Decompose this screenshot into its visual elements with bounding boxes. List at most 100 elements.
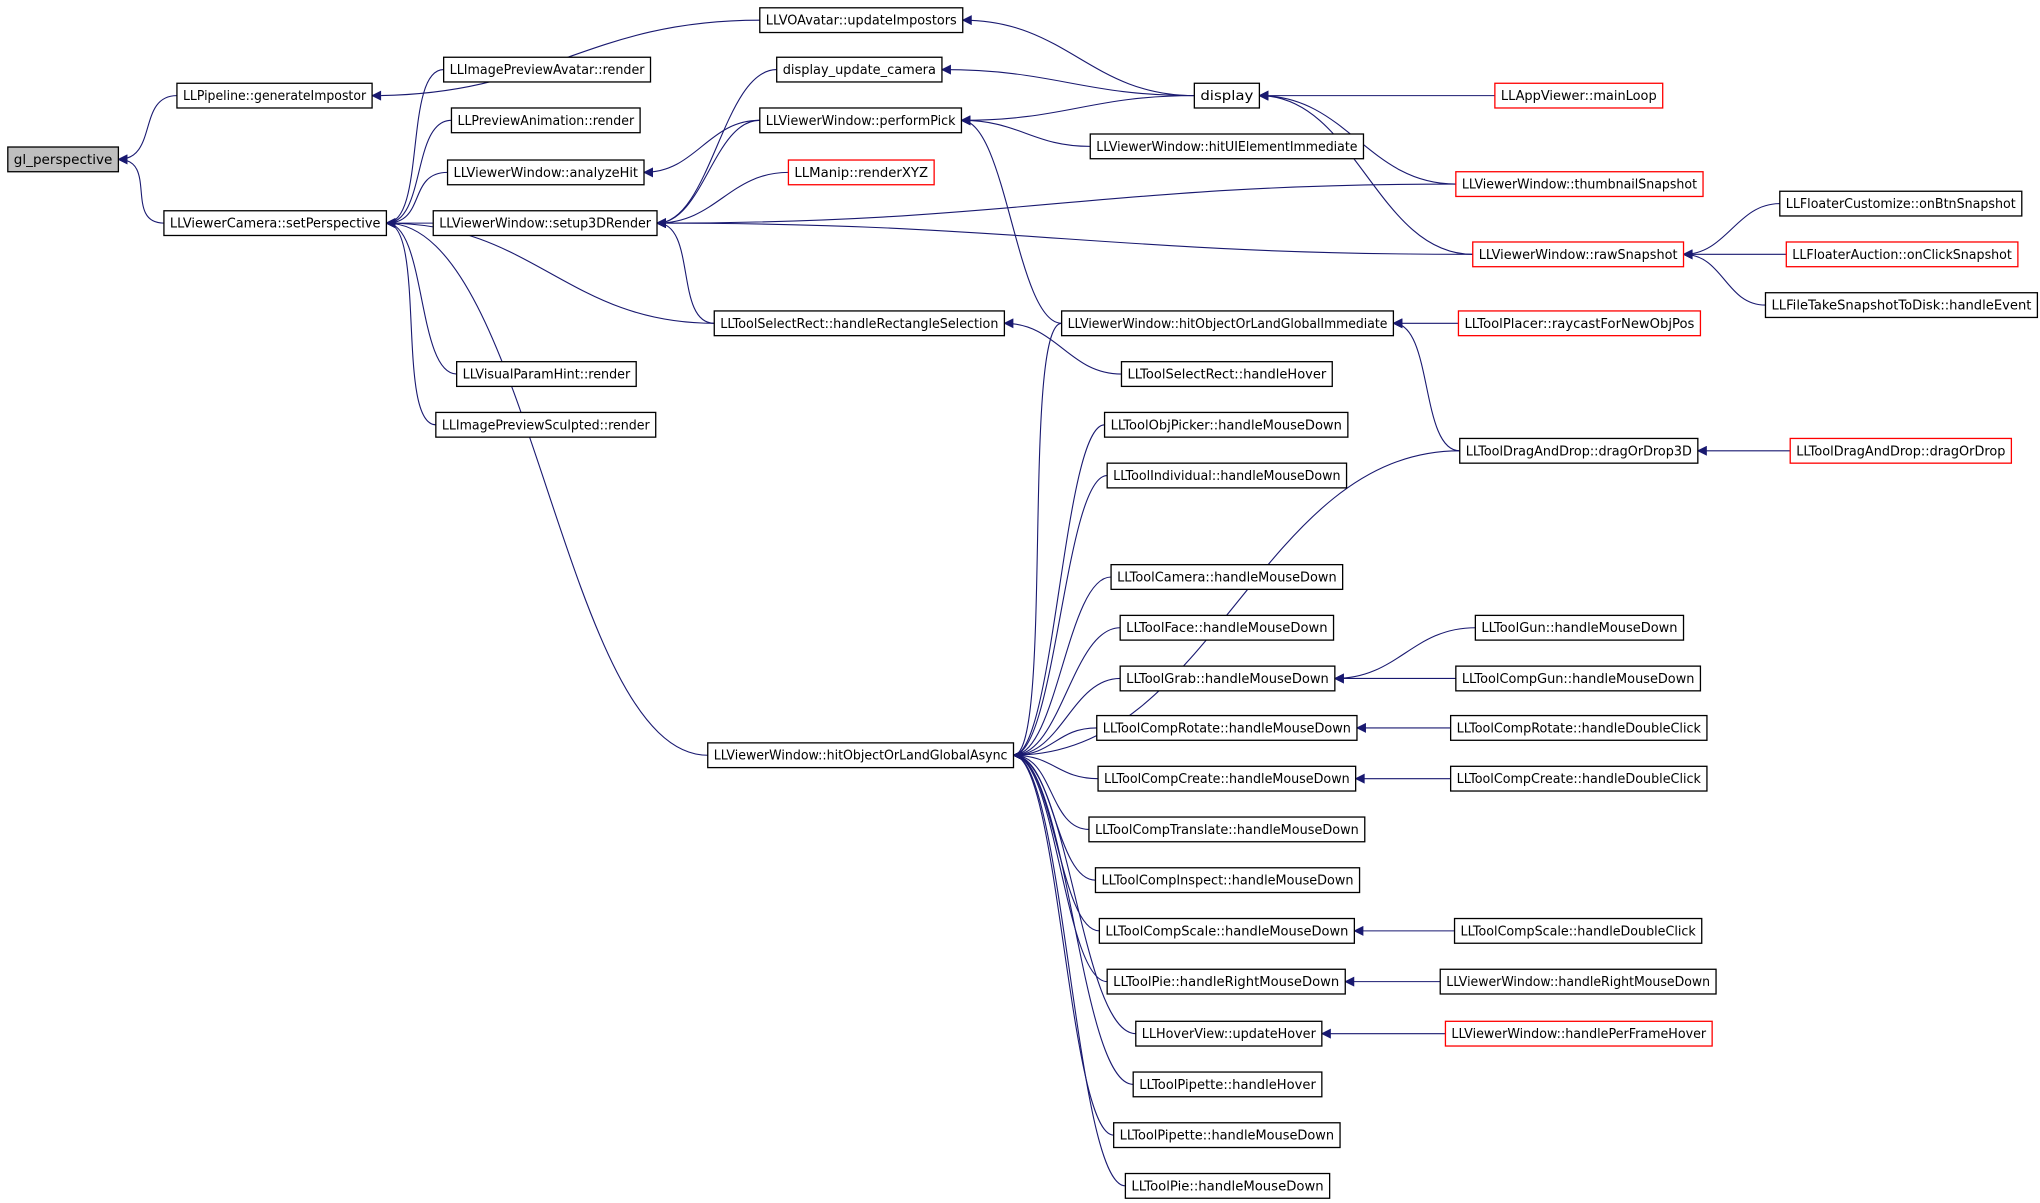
- graph-node[interactable]: LLViewerWindow::analyzeHit: [446, 159, 645, 186]
- call-edge: [940, 64, 1195, 97]
- node-label: LLPipeline::generateImpostor: [183, 89, 367, 104]
- graph-node[interactable]: LLToolDragAndDrop::dragOrDrop: [1789, 437, 2013, 464]
- node-box: [1097, 765, 1357, 792]
- graph-node[interactable]: LLViewerWindow::hitObjectOrLandGlobalImm…: [1060, 310, 1395, 337]
- graph-node[interactable]: LLViewerCamera::setPerspective: [163, 210, 388, 237]
- graph-node[interactable]: LLViewerWindow::hitUIElementImmediate: [1089, 133, 1365, 160]
- graph-node[interactable]: LLViewerWindow::setup3DRender: [432, 210, 658, 237]
- node-box: [759, 107, 963, 134]
- node-label: LLToolGun::handleMouseDown: [1481, 621, 1677, 636]
- node-box: [1764, 292, 2039, 319]
- node-label: LLManip::renderXYZ: [794, 166, 928, 181]
- graph-node[interactable]: LLImagePreviewAvatar::render: [442, 56, 652, 83]
- graph-node[interactable]: LLFloaterCustomize::onBtnSnapshot: [1779, 190, 2023, 217]
- call-edge: [385, 171, 448, 229]
- graph-node[interactable]: LLManip::renderXYZ: [787, 159, 935, 186]
- graph-node[interactable]: LLToolPipette::handleMouseDown: [1113, 1122, 1341, 1149]
- node-label: LLAppViewer::mainLoop: [1501, 89, 1657, 104]
- graph-node[interactable]: display: [1193, 82, 1261, 109]
- node-box: [1089, 133, 1365, 160]
- node-box: [1119, 665, 1336, 692]
- graph-node[interactable]: LLToolPipette::handleHover: [1132, 1071, 1323, 1098]
- graph-node[interactable]: LLToolGrab::handleMouseDown: [1119, 665, 1336, 692]
- node-label: LLViewerWindow::performPick: [766, 114, 956, 129]
- node-label: LLFloaterAuction::onClickSnapshot: [1792, 248, 2012, 263]
- graph-node[interactable]: LLToolIndividual::handleMouseDown: [1106, 462, 1348, 489]
- graph-node[interactable]: LLToolCompCreate::handleMouseDown: [1097, 765, 1357, 792]
- node-label: display_update_camera: [783, 63, 936, 78]
- graph-node[interactable]: LLToolPie::handleRightMouseDown: [1106, 968, 1346, 995]
- node-box: [1124, 1172, 1331, 1199]
- graph-node[interactable]: LLViewerWindow::handlePerFrameHover: [1444, 1020, 1713, 1047]
- graph-node[interactable]: LLToolDragAndDrop::dragOrDrop3D: [1459, 437, 1699, 464]
- graph-node[interactable]: LLToolGun::handleMouseDown: [1474, 614, 1685, 641]
- call-edge: [643, 119, 760, 178]
- graph-node[interactable]: LLToolCompRotate::handleMouseDown: [1096, 714, 1358, 741]
- graph-node[interactable]: LLToolCamera::handleMouseDown: [1110, 563, 1344, 591]
- graph-node[interactable]: LLToolCompCreate::handleDoubleClick: [1449, 765, 1708, 792]
- node-label: LLViewerWindow::handleRightMouseDown: [1446, 975, 1710, 990]
- node-box: [1455, 665, 1702, 692]
- node-box: [1474, 614, 1685, 641]
- graph-node[interactable]: LLToolSelectRect::handleHover: [1120, 361, 1333, 388]
- graph-node[interactable]: display_update_camera: [776, 56, 943, 83]
- call-edge: [1003, 318, 1122, 375]
- node-box: [456, 361, 637, 388]
- node-box: [1449, 765, 1708, 792]
- graph-node[interactable]: LLHoverView::updateHover: [1135, 1020, 1323, 1047]
- graph-node[interactable]: LLToolObjPicker::handleMouseDown: [1103, 411, 1349, 438]
- node-label: LLToolCompRotate::handleDoubleClick: [1457, 721, 1702, 736]
- node-label: LLVOAvatar::updateImpostors: [766, 14, 957, 29]
- call-edge: [656, 183, 1456, 229]
- node-label: LLToolGrab::handleMouseDown: [1126, 672, 1329, 687]
- node-label: LLToolPipette::handleHover: [1139, 1078, 1316, 1093]
- node-label: LLViewerWindow::rawSnapshot: [1479, 248, 1678, 263]
- graph-node[interactable]: LLToolPlacer::raycastForNewObjPos: [1457, 310, 1702, 337]
- call-edge: [117, 154, 164, 224]
- node-label: LLToolCompScale::handleDoubleClick: [1461, 924, 1697, 939]
- graph-node[interactable]: LLViewerWindow::performPick: [759, 107, 963, 134]
- node-label: LLViewerWindow::hitObjectOrLandGlobalAsy…: [714, 749, 1008, 764]
- graph-node[interactable]: LLToolCompRotate::handleDoubleClick: [1449, 714, 1708, 741]
- node-box: [1457, 310, 1702, 337]
- graph-node[interactable]: LLToolPie::handleMouseDown: [1124, 1172, 1331, 1199]
- graph-node[interactable]: LLViewerWindow::handleRightMouseDown: [1439, 968, 1717, 995]
- graph-node[interactable]: LLVisualParamHint::render: [456, 361, 637, 388]
- graph-node[interactable]: LLFloaterAuction::onClickSnapshot: [1785, 241, 2019, 268]
- graph-node[interactable]: LLVOAvatar::updateImpostors: [759, 7, 964, 34]
- graph-node[interactable]: LLToolCompGun::handleMouseDown: [1455, 665, 1702, 692]
- call-edge: [960, 115, 1091, 147]
- call-edge: [1012, 750, 1108, 983]
- node-box: [1132, 1071, 1323, 1098]
- node-box: [1785, 241, 2019, 268]
- call-edge: [385, 69, 444, 229]
- node-box: [1119, 614, 1335, 641]
- node-box: [1060, 310, 1395, 337]
- graph-node[interactable]: LLPreviewAnimation::render: [450, 107, 641, 134]
- graph-node[interactable]: LLPipeline::generateImpostor: [176, 82, 373, 109]
- graph-node[interactable]: LLToolCompInspect::handleMouseDown: [1094, 867, 1361, 894]
- call-edge: [1012, 450, 1460, 761]
- graph-node[interactable]: LLImagePreviewSculpted::render: [435, 411, 657, 438]
- node-box: [1098, 917, 1356, 944]
- graph-node[interactable]: LLToolCompTranslate::handleMouseDown: [1088, 816, 1366, 843]
- call-edge: [961, 15, 1195, 97]
- node-label: LLToolCompTranslate::handleMouseDown: [1095, 823, 1359, 838]
- graph-node[interactable]: LLToolSelectRect::handleRectangleSelecti…: [713, 310, 1006, 337]
- graph-node[interactable]: LLToolCompScale::handleMouseDown: [1098, 917, 1356, 944]
- graph-node[interactable]: LLAppViewer::mainLoop: [1494, 82, 1664, 109]
- node-box: [759, 7, 964, 34]
- graph-node[interactable]: LLToolCompScale::handleDoubleClick: [1453, 917, 1703, 944]
- graph-node[interactable]: LLViewerWindow::hitObjectOrLandGlobalAsy…: [707, 742, 1015, 769]
- node-box: [1088, 816, 1366, 843]
- call-edge: [1012, 750, 1099, 780]
- graph-node[interactable]: LLViewerWindow::rawSnapshot: [1472, 241, 1685, 268]
- node-box: [1439, 968, 1717, 995]
- call-edge: [1012, 322, 1062, 761]
- graph-node[interactable]: LLToolFace::handleMouseDown: [1119, 614, 1335, 641]
- call-edge: [1258, 90, 1473, 255]
- graph-node[interactable]: LLFileTakeSnapshotToDisk::handleEvent: [1764, 292, 2039, 319]
- node-box: [1449, 714, 1708, 741]
- node-label: LLViewerWindow::thumbnailSnapshot: [1462, 178, 1697, 193]
- graph-node[interactable]: LLViewerWindow::thumbnailSnapshot: [1455, 171, 1704, 198]
